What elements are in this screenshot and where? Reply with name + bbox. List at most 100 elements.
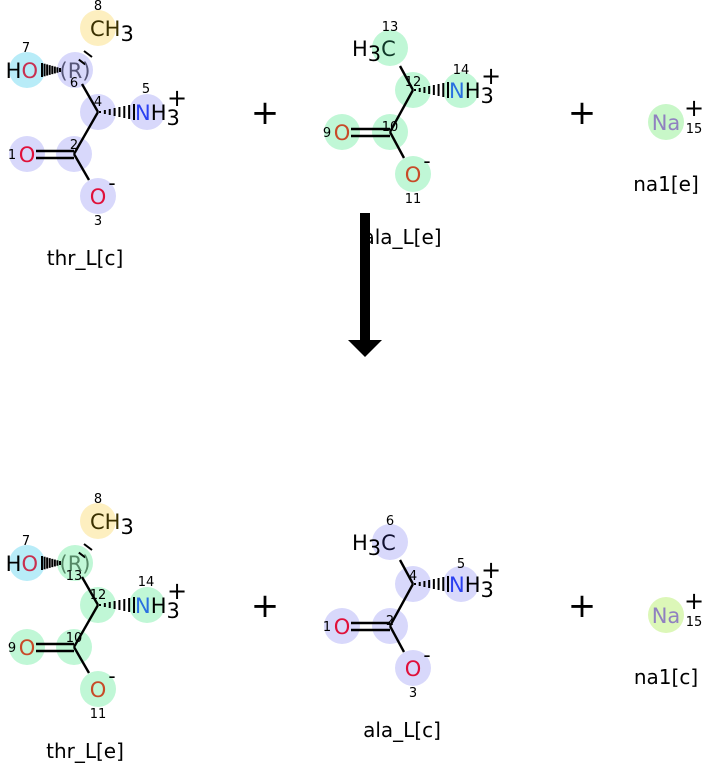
atom-highlight (80, 178, 116, 214)
bond (72, 111, 100, 155)
atom-highlight (443, 566, 479, 602)
atom-highlight (129, 587, 165, 623)
atom-label: (R) (60, 552, 91, 576)
charge-sign: + (684, 94, 703, 122)
atom-highlight (9, 136, 45, 172)
atom-label: O (90, 185, 107, 209)
bond (398, 65, 415, 91)
atom-number: 3 (94, 214, 102, 229)
molecule-name: na1[c] (634, 665, 698, 689)
charge-sign: - (108, 171, 115, 195)
atom-label: (R) (60, 59, 91, 83)
plus-sign: + (251, 93, 280, 133)
atom-number: 15 (686, 615, 703, 630)
bond (388, 89, 415, 133)
charge-sign: + (167, 577, 187, 605)
atom-number: 2 (386, 614, 394, 629)
atom-label: O (334, 121, 351, 145)
molecule-name: ala_L[e] (362, 225, 441, 249)
atom-label: NH3 (449, 573, 494, 602)
atom-label: O (405, 657, 422, 681)
atom-highlight (443, 72, 479, 108)
bond (72, 153, 91, 181)
atom-number: 8 (94, 492, 102, 507)
atom-number: 8 (94, 0, 102, 14)
plus-sign: + (251, 586, 280, 626)
bond (388, 625, 406, 653)
charge-sign: - (108, 664, 115, 688)
molecule-name: na1[e] (633, 172, 699, 196)
charge-sign: + (684, 587, 703, 615)
atom-label: O (19, 636, 36, 660)
atom-number: 1 (8, 148, 16, 163)
atom-label: O (334, 615, 351, 639)
bond (72, 646, 91, 674)
atom-highlight (324, 114, 360, 150)
molecule-name: ala_L[c] (363, 718, 441, 742)
atom-highlight (372, 30, 408, 66)
atom-number: 10 (382, 120, 399, 135)
atom-number: 4 (94, 95, 102, 110)
atom-number: 15 (686, 122, 703, 137)
reaction-arrow (348, 213, 382, 357)
atom-highlight (80, 10, 116, 46)
atom-label: NH3 (135, 594, 180, 623)
atom-number: 2 (70, 138, 78, 153)
plus-sign: + (568, 93, 597, 133)
bond (80, 83, 100, 113)
atom-label: O (19, 143, 36, 167)
hash-bond (83, 543, 93, 551)
atom-label: NH3 (135, 101, 180, 130)
atom-number: 11 (405, 192, 422, 207)
atom-label: O (90, 678, 107, 702)
atom-highlight (80, 671, 116, 707)
atom-highlight (648, 104, 684, 140)
atom-number: 13 (66, 569, 83, 584)
atom-number: 6 (70, 76, 78, 91)
bond (388, 131, 406, 159)
atom-highlight (9, 629, 45, 665)
atom-label: Na (652, 111, 681, 135)
atom-number: 11 (90, 707, 107, 722)
atom-number: 9 (8, 641, 16, 656)
atom-label: HO (6, 59, 38, 83)
molecule-name: thr_L[c] (47, 246, 123, 270)
atom-number: 9 (323, 126, 331, 141)
charge-sign: + (481, 62, 501, 90)
atom-label: NH3 (449, 79, 494, 108)
charge-sign: + (481, 556, 501, 584)
atom-highlight (57, 52, 93, 88)
atom-number: 12 (90, 588, 107, 603)
hash-bond (78, 551, 86, 559)
atom-number: 7 (22, 41, 30, 56)
atom-label: CH3 (90, 510, 134, 539)
atom-label: O (405, 163, 422, 187)
atom-highlight (372, 524, 408, 560)
atom-number: 7 (22, 534, 30, 549)
bond (80, 576, 100, 606)
atom-number: 1 (323, 620, 331, 635)
atom-number: 10 (66, 631, 83, 646)
atom-number: 14 (138, 575, 155, 590)
charge-sign: - (423, 643, 430, 667)
atom-highlight (648, 597, 684, 633)
atom-label: Na (652, 604, 681, 628)
atom-highlight (395, 156, 431, 192)
charge-sign: + (167, 84, 187, 112)
molecule-na: Na+15 na1[c] (634, 587, 703, 689)
hash-bond (83, 50, 93, 58)
plus-sign: + (568, 586, 597, 626)
atom-label: CH3 (90, 17, 134, 46)
atom-label: HO (6, 552, 38, 576)
molecule-na: Na+15 na1[e] (633, 94, 703, 196)
atom-label: H3C (352, 37, 396, 66)
atom-number: 5 (457, 557, 465, 572)
charge-sign: - (423, 149, 430, 173)
atom-number: 13 (382, 20, 399, 35)
atom-number: 3 (409, 686, 417, 701)
